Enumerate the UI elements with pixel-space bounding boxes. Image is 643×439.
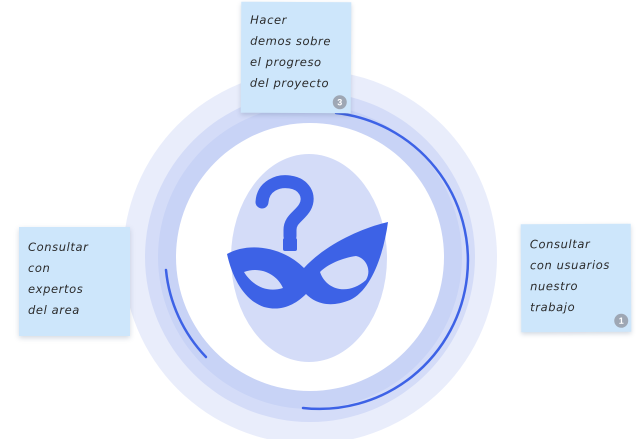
sticky-note-text: Hacer demos sobre el progreso del proyec…: [249, 12, 332, 91]
face-shape: [231, 154, 387, 362]
sticky-note-demos[interactable]: Hacer demos sobre el progreso del proyec…: [240, 1, 352, 114]
progress-arc-left: [164, 268, 208, 359]
vote-count-badge: 3: [332, 95, 347, 110]
mask-band: [227, 222, 388, 309]
sticky-note-text: Consultar con expertos del area: [28, 240, 89, 317]
anonymous-mask-icon: [227, 154, 388, 362]
vote-count-badge: 1: [614, 313, 629, 328]
progress-arc-icon: [301, 111, 470, 411]
sticky-note-text: Consultar con usuarios nuestro trabajo: [529, 236, 611, 315]
question-mark-icon: [255, 175, 314, 251]
sticky-note-usuarios[interactable]: Consultar con usuarios nuestro trabajo 1: [520, 223, 632, 333]
sticky-note-expertos[interactable]: Consultar con expertos del area: [19, 227, 130, 336]
